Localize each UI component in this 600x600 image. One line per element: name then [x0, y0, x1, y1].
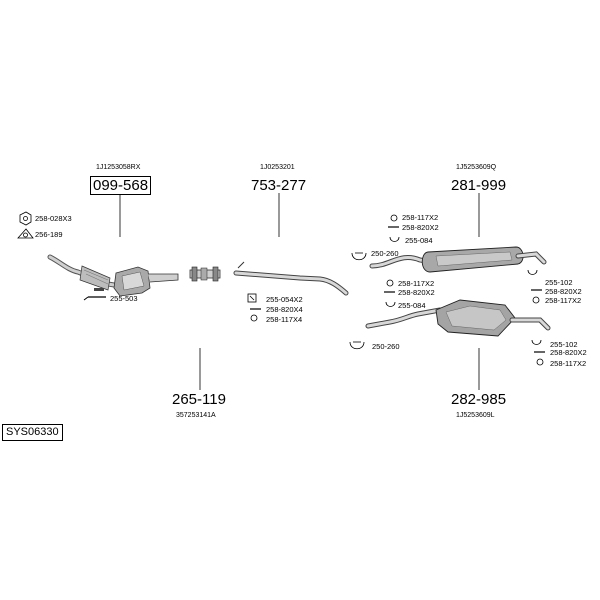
- front-pipe-part-number[interactable]: 265-119: [172, 391, 226, 408]
- bolt-rear-b-right-label[interactable]: 258-820X2: [550, 348, 587, 357]
- ring-icon: [386, 279, 394, 287]
- front-bracket-label[interactable]: 255-503: [110, 294, 138, 303]
- clamp-ring-icon: [351, 252, 367, 261]
- ring-rear-a-top-label[interactable]: 258-117X2: [402, 213, 439, 222]
- front-catalytic-converter-part[interactable]: [47, 254, 179, 297]
- front-pipe-part[interactable]: [189, 266, 221, 282]
- rear-b-ref-label: 1J5253609L: [456, 412, 495, 419]
- ring-rear-b-top-label[interactable]: 258-117X2: [398, 279, 435, 288]
- ring-mid-label[interactable]: 258-117X4: [266, 315, 303, 324]
- bolt-rear-b-top-label[interactable]: 258-820X2: [398, 288, 435, 297]
- hanger-rear-b-right-label[interactable]: 255-102: [550, 340, 578, 349]
- rear-silencer-a-part[interactable]: [369, 246, 547, 273]
- bolt-rear-a-right-label[interactable]: 258-820X2: [545, 287, 582, 296]
- middle-front-ref-label: 1J0253201: [260, 164, 295, 171]
- middle-pipe-part[interactable]: [233, 261, 349, 296]
- rear-silencer-b-part[interactable]: [365, 299, 551, 337]
- clamp-mid-label[interactable]: 255-054X2: [266, 295, 303, 304]
- hanger-icon: [531, 339, 542, 345]
- gasket-icon: [17, 228, 34, 239]
- nut-label[interactable]: 258-028X3: [35, 214, 72, 223]
- ring-rear-b-right-label[interactable]: 258-117X2: [550, 359, 587, 368]
- gasket-hole-icon: [23, 232, 28, 238]
- ring-icon: [390, 214, 398, 222]
- gasket-label[interactable]: 256-189: [35, 230, 63, 239]
- hanger-rear-b-top-label[interactable]: 255-084: [398, 301, 426, 310]
- clamp-ring-icon: [349, 341, 365, 350]
- hanger-icon: [389, 236, 400, 242]
- bolt-mid-label[interactable]: 258-820X4: [266, 305, 303, 314]
- diagram-id-label: SYS06330: [2, 424, 63, 441]
- front-pipe-ref-label: 357253141A: [176, 412, 216, 419]
- rear-a-ref-label: 1J5253609Q: [456, 164, 497, 171]
- ring-icon: [250, 314, 258, 322]
- clamp-icon: [247, 293, 257, 303]
- nut-hole-icon: [23, 216, 28, 221]
- hanger-icon: [385, 301, 396, 307]
- ring-rear-a-right-label[interactable]: 258-117X2: [545, 296, 582, 305]
- middle-front-part-number[interactable]: 753-277: [251, 177, 307, 194]
- bolt-rear-a-top-label[interactable]: 258-820X2: [402, 223, 439, 232]
- ring-icon: [532, 296, 540, 304]
- rear-b-part-number[interactable]: 282-985: [451, 391, 507, 408]
- hanger-rear-a-top-label[interactable]: 255-084: [405, 236, 433, 245]
- hanger-rear-a-right-label[interactable]: 255-102: [545, 278, 573, 287]
- nut-icon: [19, 211, 32, 226]
- clamp-rear-a-label[interactable]: 250-260: [371, 249, 399, 258]
- ring-icon: [536, 358, 544, 366]
- front-part-number[interactable]: 099-568: [90, 176, 152, 195]
- front-ref-label: 1J1253058RX: [96, 164, 141, 171]
- rear-a-part-number[interactable]: 281-999: [451, 177, 507, 194]
- hanger-icon: [527, 269, 538, 275]
- clamp-rear-b-label[interactable]: 250-260: [372, 342, 400, 351]
